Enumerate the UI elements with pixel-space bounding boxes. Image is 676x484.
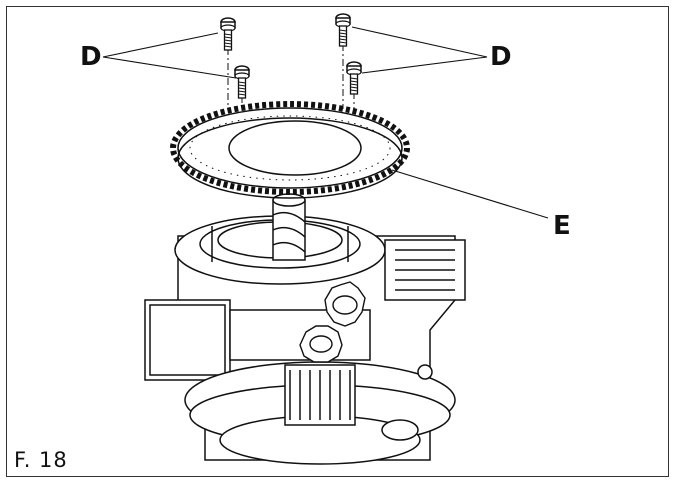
figure-number: F. 18 (14, 448, 68, 472)
screw-icon (220, 13, 362, 99)
callout-e: E (553, 211, 571, 241)
worm-shaft-icon (272, 193, 306, 261)
callout-d-left: D (80, 42, 102, 72)
leader-lines (102, 26, 549, 219)
bevel-gear-icon (299, 281, 366, 363)
callout-d-right: D (490, 42, 512, 72)
figure-frame (6, 6, 669, 477)
gear-ring-icon (170, 101, 410, 199)
